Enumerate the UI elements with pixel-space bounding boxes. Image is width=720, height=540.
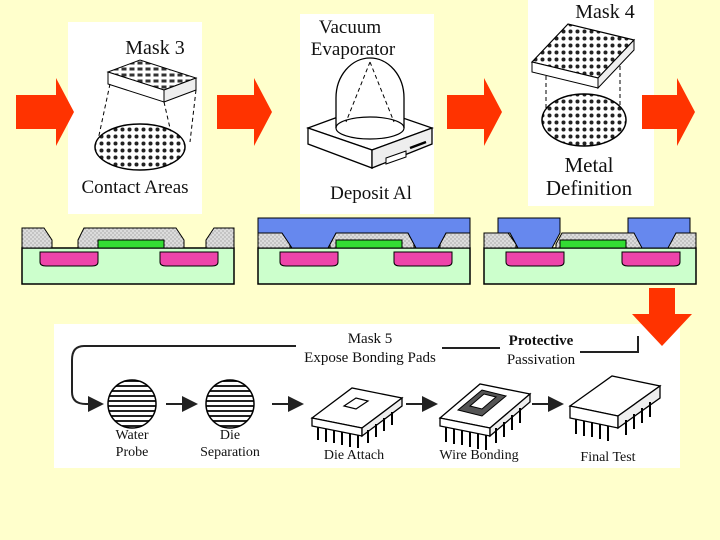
wire-bonding-package-icon: [438, 383, 532, 450]
mask5-label: Mask 5: [347, 331, 393, 347]
mask4-illustration: [530, 23, 636, 147]
cross-section-metal-deposited: [257, 217, 471, 285]
protective-label: Protective: [508, 333, 574, 349]
expose-bonding-pads-label: Expose Bonding Pads: [304, 350, 436, 366]
definition-caption-line2: Definition: [545, 176, 633, 200]
stage-label-line1: Die Attach: [323, 448, 385, 463]
vacuum-evaporator-illustration: [306, 57, 434, 169]
cross-section-metal-defined: [483, 217, 697, 285]
wafer-probe-icon: [107, 379, 157, 429]
arrow-down-icon: [632, 288, 692, 346]
die-separation-icon: [205, 379, 255, 429]
passivation-label: Passivation: [506, 352, 576, 368]
stage-label-line1: Final Test: [580, 450, 636, 465]
stage-label-line2: Probe: [115, 445, 149, 460]
mask4-title: Mask 4: [575, 1, 635, 23]
arrow-right-icon: [447, 78, 502, 146]
stage-label-line2: Separation: [200, 445, 260, 460]
final-test-package-icon: [568, 375, 662, 441]
contact-areas-caption: Contact Areas: [81, 177, 189, 198]
arrow-right-icon: [16, 78, 74, 146]
vacuum-title-line1: Vacuum: [318, 17, 382, 38]
metal-caption-line1: Metal: [564, 153, 614, 177]
mask3-illustration: [94, 59, 198, 171]
packaging-flow: [71, 336, 639, 412]
deposit-al-caption: Deposit Al: [330, 183, 412, 204]
mask3-panel: [68, 22, 202, 214]
stage-label-line1: Water: [115, 428, 149, 443]
stage-label-line1: Wire Bonding: [439, 448, 519, 463]
stage-label-line1: Die: [219, 428, 241, 443]
arrow-right-icon: [642, 78, 695, 146]
mask3-title: Mask 3: [125, 37, 185, 59]
arrow-right-icon: [217, 78, 272, 146]
cross-section-contacts: [21, 227, 235, 285]
die-attach-package-icon: [310, 387, 404, 448]
evaporator-title-line2: Evaporator: [310, 39, 396, 60]
